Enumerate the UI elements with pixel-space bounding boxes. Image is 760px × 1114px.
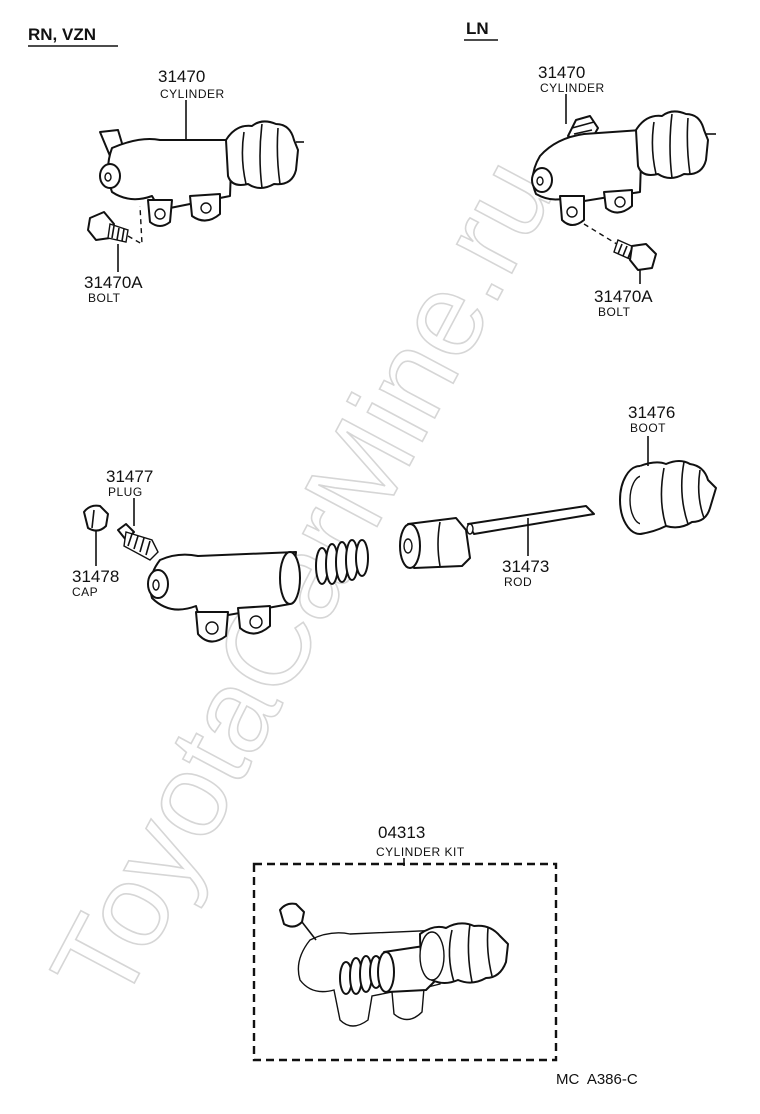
part-name-plug: PLUG <box>108 485 143 499</box>
part-name-cylinder-kit: CYLINDER KIT <box>376 845 465 859</box>
section-header-right: LN <box>464 19 498 41</box>
cylinder-kit-box <box>252 862 558 1062</box>
cylinder-left-drawing <box>99 120 304 227</box>
part-name-bolt-right: BOLT <box>598 305 631 319</box>
part-name-cap: CAP <box>72 585 98 599</box>
rod-drawing <box>466 505 595 535</box>
bolt-left-drawing <box>87 205 143 246</box>
label-cap: 31478 CAP <box>72 530 119 599</box>
bolt-right-drawing <box>583 223 657 271</box>
boot-drawing <box>619 460 717 535</box>
section-header-left: RN, VZN <box>28 25 118 47</box>
part-number-31470a-right: 31470A <box>594 287 653 306</box>
part-number-31470a-left: 31470A <box>84 273 143 292</box>
cap-drawing <box>83 504 109 532</box>
label-plug: 31477 PLUG <box>106 467 153 526</box>
part-number-31470-right: 31470 <box>538 63 585 82</box>
section-header-right-label: LN <box>466 19 489 38</box>
label-cyl-right: 31470 CYLINDER <box>538 63 605 124</box>
part-name-boot: BOOT <box>630 421 666 435</box>
part-name-cylinder-right: CYLINDER <box>540 81 605 95</box>
part-name-rod: ROD <box>504 575 532 589</box>
label-bolt-right: 31470A BOLT <box>594 270 653 319</box>
part-name-bolt-left: BOLT <box>88 291 121 305</box>
label-boot: 31476 BOOT <box>628 403 675 466</box>
part-number-04313: 04313 <box>378 823 425 842</box>
piston-drawing <box>399 517 471 569</box>
cylinder-body-drawing <box>147 551 301 643</box>
diagram-code: MC A386-C <box>556 1071 638 1088</box>
part-number-31473: 31473 <box>502 557 549 576</box>
part-number-31478: 31478 <box>72 567 119 586</box>
section-header-left-label: RN, VZN <box>28 25 96 44</box>
spring-drawing <box>315 539 369 585</box>
part-number-31470-left: 31470 <box>158 67 205 86</box>
part-number-31476: 31476 <box>628 403 675 422</box>
part-name-cylinder-left: CYLINDER <box>160 87 225 101</box>
label-cyl-left: 31470 CYLINDER <box>158 67 225 140</box>
cylinder-right-drawing <box>531 110 716 226</box>
plug-drawing <box>117 523 159 561</box>
label-bolt-left: 31470A BOLT <box>84 244 143 305</box>
label-rod: 31473 ROD <box>502 518 549 589</box>
cylinder-kit-drawing <box>279 902 509 1027</box>
part-number-31477: 31477 <box>106 467 153 486</box>
label-kit: 04313 CYLINDER KIT <box>376 823 465 866</box>
